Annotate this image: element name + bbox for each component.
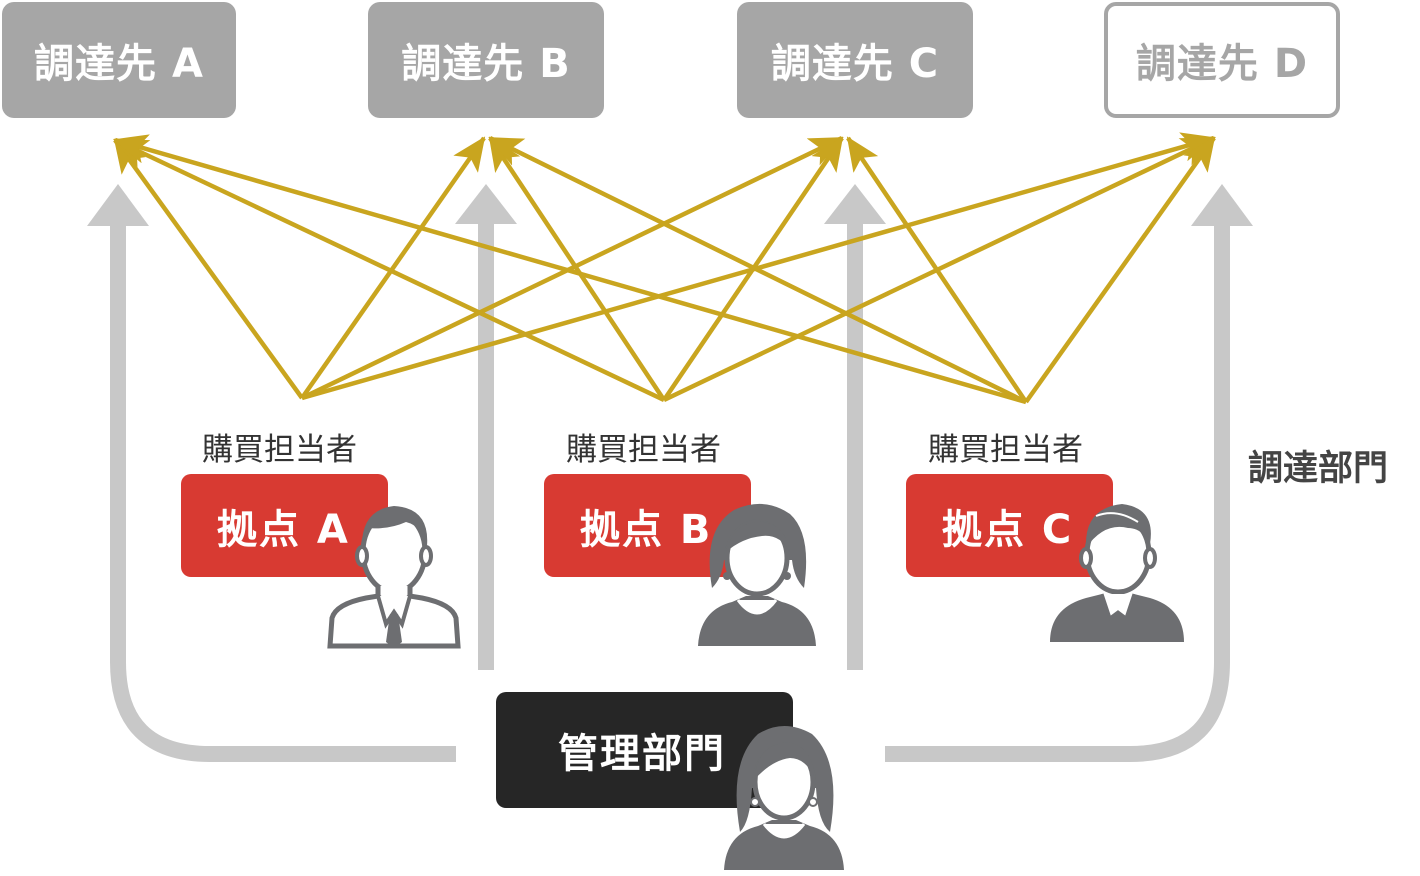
supplier-c-box: 調達先 C [737,2,973,118]
supplier-d-label: 調達先 D [1135,41,1309,87]
connection-c-to-b [488,135,1027,405]
supplier-b-box: 調達先 B [368,2,604,118]
base-c-label: 拠点 C [942,506,1074,553]
flow-arrowhead-b [455,184,517,224]
base-c-box: 拠点 C [906,474,1113,577]
supplier-c-label: 調達先 C [770,41,940,87]
connection-b-to-a [113,137,665,403]
buyer-role-label-c: 購買担当者 [928,432,1083,468]
man-tie-icon [327,506,461,649]
supplier-a-label: 調達先 A [34,41,204,87]
buyer-connections [113,132,1216,405]
flow-to-supplier-a [110,220,456,762]
management-flow-arrows [110,218,1230,762]
connection-c-to-d [1024,136,1216,404]
woman-icon [698,503,816,646]
buyer-role-label-b: 購買担当者 [566,432,721,468]
connection-c-to-c [846,136,1028,404]
management-department-label: 管理部門 [558,731,726,777]
procurement-department-label: 調達部門 [1248,449,1389,489]
woman-long-hair-icon [724,726,844,870]
base-b-label: 拠点 B [580,506,713,553]
man-collar-icon [1050,504,1184,642]
flow-arrowhead-d [1191,184,1253,226]
base-a-label: 拠点 A [217,506,350,553]
management-department-box: 管理部門 [496,692,793,808]
flow-arrowhead-a [87,184,149,226]
supplier-a-box: 調達先 A [2,2,236,118]
connection-c-to-a [113,134,1027,405]
supplier-d-box: 調達先 D [1104,2,1340,118]
flow-to-supplier-d [885,220,1230,762]
flow-arrowheads [87,184,1253,226]
connection-a-to-c [301,135,844,401]
connection-a-to-b [300,136,486,400]
flow-arrowhead-c [824,184,886,224]
supplier-b-label: 調達先 B [401,41,571,87]
connection-b-to-b [488,136,666,402]
base-a-box: 拠点 A [181,474,388,577]
buyer-role-label-a: 購買担当者 [202,432,357,468]
connection-a-to-a [113,138,304,400]
